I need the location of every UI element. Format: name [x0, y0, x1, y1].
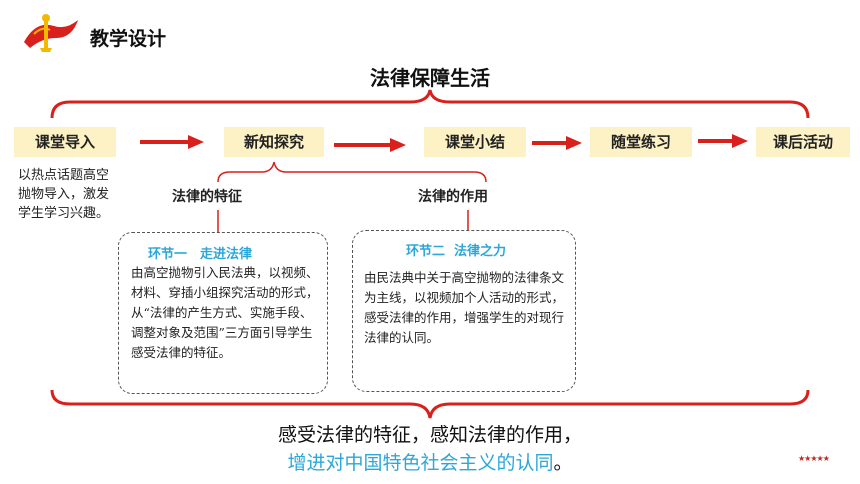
step-new-knowledge: 新知探究	[224, 127, 324, 157]
section-two-text: 由民法典中关于高空抛物的法律条文为主线，以视频加个人活动的形式，感受法律的作用，…	[364, 270, 565, 345]
branch-bracket	[217, 161, 487, 183]
conclusion-line-2-text: 增进对中国特色社会主义的认同	[287, 453, 554, 474]
arrow-3	[532, 136, 582, 150]
branch-heading-functions: 法律的作用	[418, 189, 488, 205]
conclusion-line-1: 感受法律的特征，感知法律的作用，	[277, 425, 582, 446]
section-one-text: 由高空抛物引入民法典，以视频、材料、穿插小组探究活动的形式，从“法律的产生方式、…	[131, 265, 319, 360]
section-one-title: 环节一 走进法律	[148, 247, 253, 262]
step-course-intro: 课堂导入	[14, 127, 116, 157]
top-brace	[50, 89, 810, 119]
step-after-class: 课后活动	[756, 127, 850, 157]
step-summary: 课堂小结	[424, 127, 526, 157]
arrow-4	[698, 134, 748, 148]
main-title: 法律保障生活	[370, 68, 490, 90]
intro-text: 以热点话题高空抛物导入，激发学生学习兴趣。	[18, 168, 110, 221]
section-box-two	[352, 230, 576, 392]
decorative-stars: ★★★★★	[798, 454, 830, 463]
conclusion-line-2: 增进对中国特色社会主义的认同。	[0, 448, 860, 475]
header-title: 教学设计	[90, 29, 167, 50]
bottom-brace	[50, 389, 810, 419]
branch-heading-features: 法律的特征	[172, 189, 242, 205]
step-practice: 随堂练习	[590, 127, 692, 157]
conclusion-line-2-end: 。	[553, 453, 573, 474]
section-two-title: 环节二 法律之力	[406, 244, 507, 259]
section-box-one	[118, 232, 328, 394]
arrow-2	[334, 138, 406, 152]
arrow-1	[140, 135, 204, 149]
red-ribbon-emblem-icon	[24, 14, 78, 52]
